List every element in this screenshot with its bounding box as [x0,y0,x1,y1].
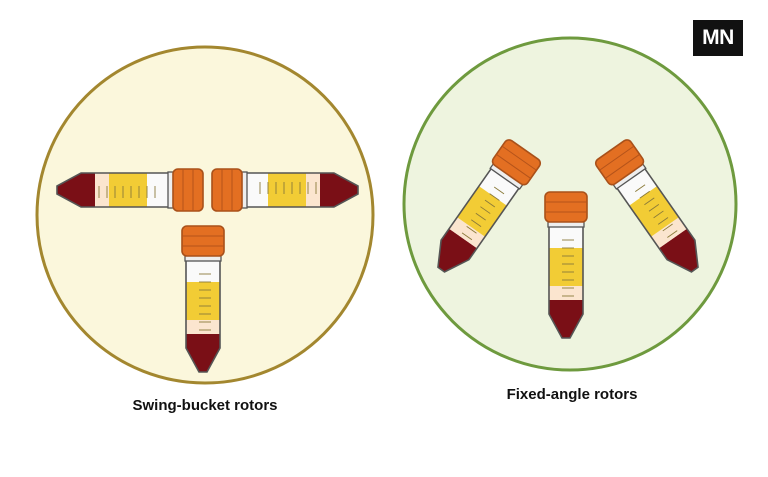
swing-bucket-caption: Swing-bucket rotors [132,397,278,414]
fixed-angle-panel [402,36,738,372]
swing-bucket-tube-bottom [181,225,225,373]
mn-logo: MN [693,20,743,56]
fixed-angle-caption: Fixed-angle rotors [506,386,638,403]
swing-bucket-panel [35,45,375,385]
fixed-angle-tube-center [544,191,588,339]
swing-bucket-tube-right [211,168,359,212]
swing-bucket-rotor-circle [35,45,375,385]
swing-bucket-tube-left [56,168,204,212]
